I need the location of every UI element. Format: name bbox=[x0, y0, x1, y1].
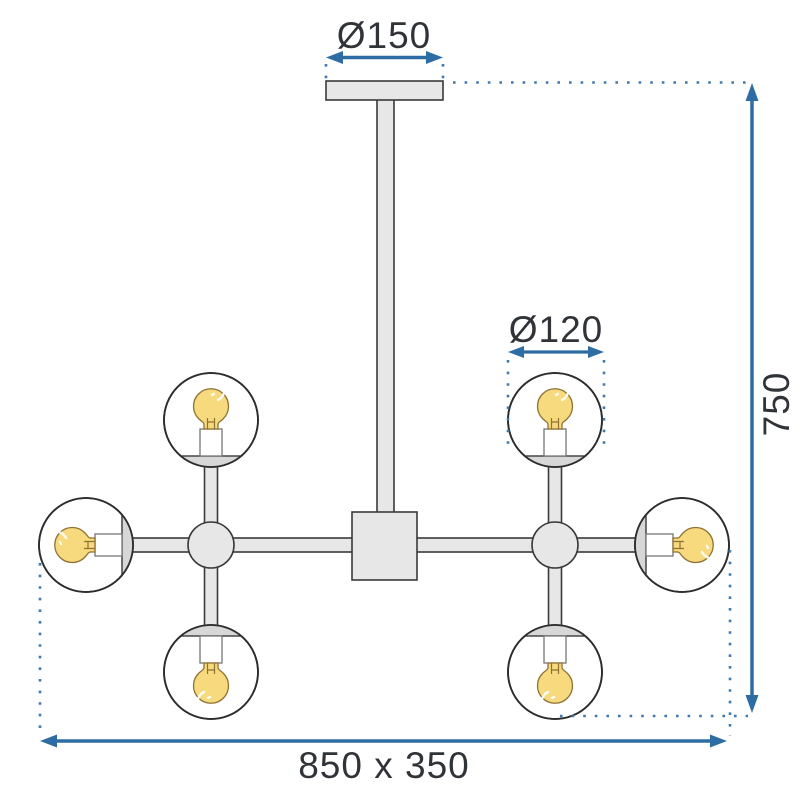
globe-upper-right bbox=[507, 372, 603, 468]
arrow-left-icon bbox=[40, 734, 57, 748]
stem-rod bbox=[376, 98, 395, 514]
globe-lower-left bbox=[163, 624, 259, 720]
globe-diameter-label: Ø120 bbox=[509, 309, 604, 350]
arrow-right-icon bbox=[588, 346, 604, 358]
dimension-footprint: 850 x 350 bbox=[40, 734, 727, 786]
globe-lower-right bbox=[507, 624, 603, 720]
height-label: 750 bbox=[756, 372, 797, 437]
left-arm bbox=[130, 537, 354, 553]
arrow-left-icon bbox=[326, 51, 343, 64]
arrow-down-icon bbox=[745, 695, 759, 713]
dimension-canopy-diameter: Ø150 bbox=[324, 15, 445, 80]
globe-left bbox=[38, 497, 134, 593]
arrow-right-icon bbox=[426, 51, 443, 64]
dimension-height: 750 bbox=[745, 83, 797, 713]
canopy-diameter-label: Ø150 bbox=[337, 15, 432, 56]
left-hub bbox=[187, 521, 235, 569]
globe-right bbox=[634, 497, 730, 593]
dimension-globe-diameter: Ø120 bbox=[506, 309, 606, 452]
globe-upper-left bbox=[163, 372, 259, 468]
footprint-label: 850 x 350 bbox=[298, 745, 470, 786]
center-joint bbox=[351, 511, 418, 581]
arrow-right-icon bbox=[710, 734, 727, 748]
arrow-up-icon bbox=[745, 83, 759, 101]
right-hub bbox=[531, 521, 579, 569]
right-arm bbox=[415, 537, 637, 553]
arrow-left-icon bbox=[508, 346, 524, 358]
ceiling-canopy bbox=[325, 80, 444, 101]
